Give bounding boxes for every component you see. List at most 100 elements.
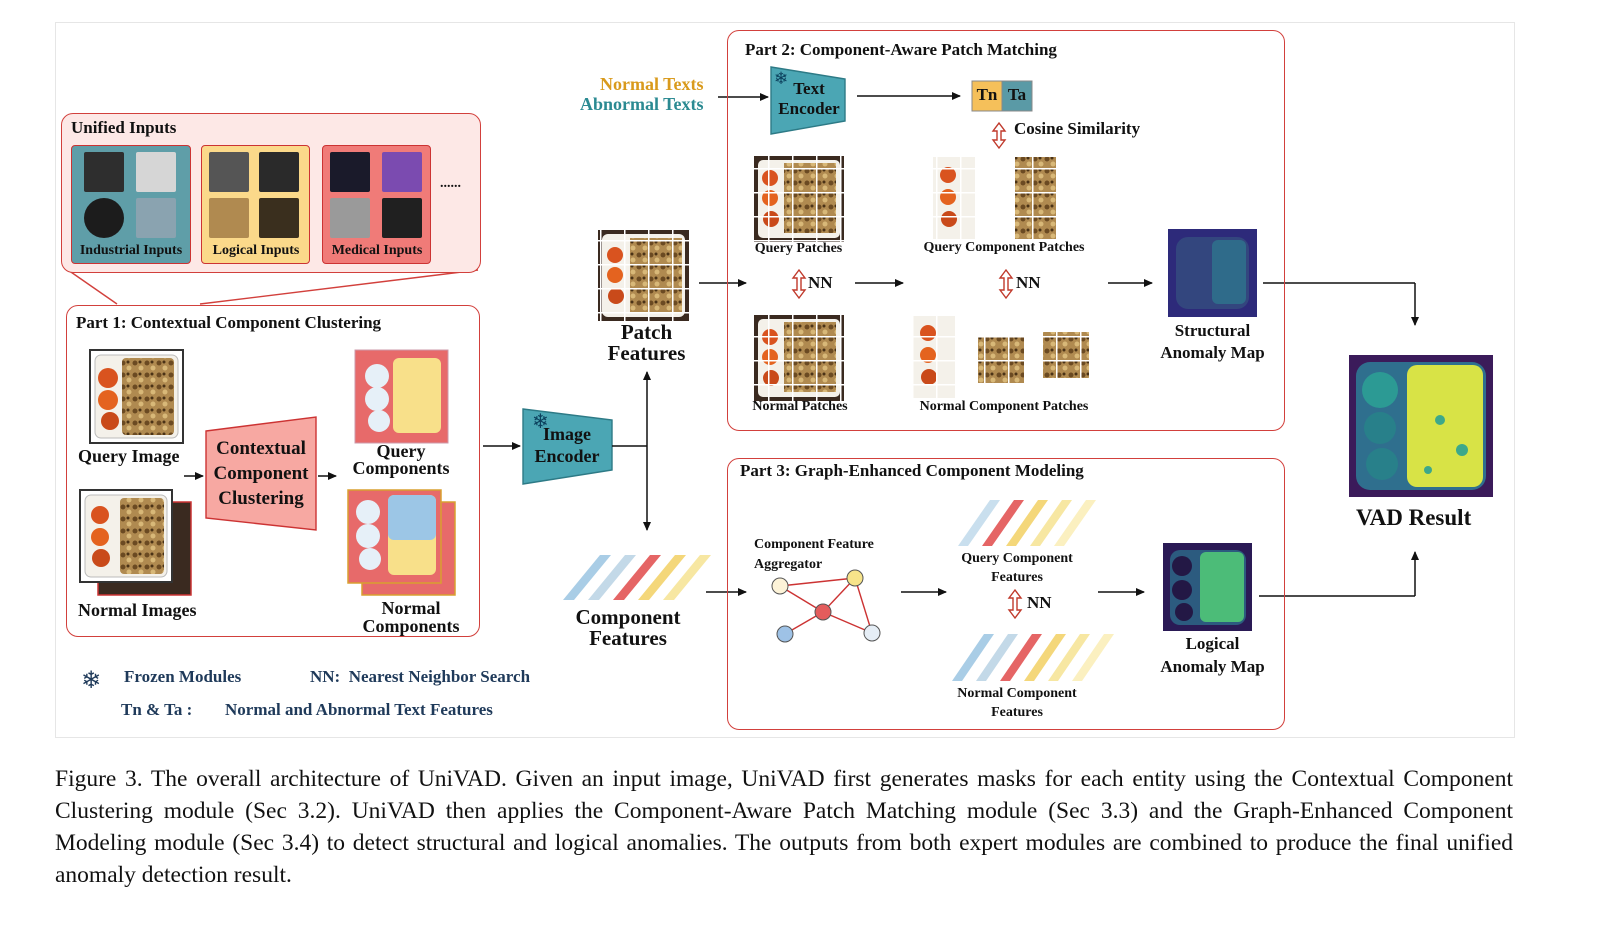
normal-components-line1: Normal: [381, 598, 441, 618]
logical-anomaly-map: [1163, 543, 1252, 631]
image-encoder-line2: Encoder: [534, 446, 600, 466]
nn-label-part3: NN: [1027, 593, 1052, 612]
vad-result-label: VAD Result: [1356, 505, 1472, 530]
more-inputs-ellipsis: ......: [440, 176, 461, 191]
normal-components-mask: [347, 489, 456, 596]
industrial-thumb-3: [84, 198, 124, 238]
patch-features-grid: [598, 230, 689, 321]
industrial-thumb-1: [84, 152, 124, 192]
part1-panel: [66, 305, 480, 637]
svg-text:❄: ❄: [81, 666, 101, 694]
structural-map-line1: Structural: [1174, 321, 1251, 340]
logical-map-line1: Logical: [1185, 634, 1240, 653]
medical-inputs-label: Medical Inputs: [331, 243, 423, 258]
industrial-inputs-group: [71, 145, 191, 264]
normal-patches-label: Normal Patches: [752, 399, 848, 414]
text-encoder-label: Text Encoder: [774, 79, 844, 119]
normal-component-patches-image: [913, 316, 1089, 398]
logical-thumb-4: [259, 198, 299, 238]
query-patches-label: Query Patches: [754, 241, 843, 256]
nn-label-left: NN: [808, 273, 833, 292]
normal-component-features-label: Normal Component Features: [942, 684, 1092, 722]
patch-features-line1: Patch: [620, 320, 673, 344]
normal-component-features-line2: Features: [991, 705, 1043, 720]
part2-panel: [727, 30, 1285, 431]
cosine-double-arrow: [991, 121, 1007, 150]
ta-box: [1001, 80, 1033, 112]
nn-label-right: NN: [1016, 273, 1041, 292]
tn-box: [971, 80, 1003, 112]
normal-component-feature-stripes: [952, 634, 1114, 681]
query-component-feature-stripes: [958, 500, 1096, 546]
text-encoder-line1: Text: [793, 79, 825, 98]
tn-label: Tn: [976, 85, 998, 104]
aggregator-graph: [771, 569, 881, 643]
text-encoder-module: [770, 66, 846, 135]
structural-map-line2: Anomaly Map: [1160, 343, 1265, 362]
logical-map-line2: Anomaly Map: [1160, 657, 1265, 676]
normal-component-features-line1: Normal Component: [957, 686, 1077, 701]
normal-components-line2: Components: [362, 616, 460, 636]
aggregator-line1: Component Feature: [754, 537, 874, 552]
ta-label: Ta: [1007, 85, 1027, 104]
nn-arrow-part3: [1007, 588, 1023, 620]
clustering-label-line1: Contextual: [216, 438, 306, 459]
clustering-label-line3: Clustering: [218, 488, 304, 509]
query-components-mask: [354, 349, 449, 444]
unified-inputs-title: Unified Inputs: [71, 118, 177, 137]
legend-tnta-value: Normal and Abnormal Text Features: [225, 700, 493, 719]
vad-result-image: [1349, 355, 1493, 497]
component-features-stripes: [563, 555, 711, 600]
clustering-module: [205, 416, 317, 531]
structural-anomaly-map: [1168, 229, 1257, 317]
query-patches-image: [754, 156, 844, 242]
part3-title: Part 3: Graph-Enhanced Component Modelin…: [740, 461, 1084, 480]
patch-features-label: Patch Features: [594, 322, 699, 364]
part3-panel: [727, 458, 1285, 730]
query-components-line2: Components: [352, 458, 450, 478]
industrial-inputs-label: Industrial Inputs: [79, 243, 183, 258]
svg-text:❄: ❄: [532, 409, 549, 433]
query-component-features-label: Query Component Features: [947, 549, 1087, 587]
normal-patches-image: [754, 315, 844, 401]
medical-thumb-2: [382, 152, 422, 192]
industrial-thumb-4: [136, 198, 176, 238]
legend-frozen: Frozen Modules: [124, 667, 242, 686]
logical-thumb-2: [259, 152, 299, 192]
medical-thumb-4: [382, 198, 422, 238]
structural-map-label: Structural Anomaly Map: [1145, 320, 1280, 364]
medical-inputs-group: [322, 145, 431, 264]
aggregator-line2: Aggregator: [754, 557, 823, 572]
logical-inputs-label: Logical Inputs: [212, 243, 300, 258]
image-encoder-label: Image Encoder: [527, 423, 607, 467]
normal-components-label: Normal Components: [352, 599, 470, 635]
patch-features-line2: Features: [607, 341, 686, 365]
logical-inputs-group: [201, 145, 310, 264]
clustering-label: Contextual Component Clustering: [206, 436, 316, 511]
query-components-line1: Query: [376, 441, 426, 461]
cosine-similarity-label: Cosine Similarity: [1014, 119, 1141, 138]
industrial-thumb-2: [136, 152, 176, 192]
normal-images: [79, 489, 192, 596]
component-features-line1: Component: [575, 605, 681, 629]
query-components-label: Query Components: [345, 441, 457, 478]
medical-thumb-1: [330, 152, 370, 192]
image-encoder-module: [522, 408, 613, 485]
normal-texts-label: Normal Texts: [600, 74, 704, 94]
logical-thumb-1: [209, 152, 249, 192]
query-component-features-line1: Query Component: [961, 551, 1073, 566]
part2-title: Part 2: Component-Aware Patch Matching: [745, 40, 1057, 59]
normal-component-patches-label: Normal Component Patches: [919, 399, 1089, 414]
legend-tnta-key: Tn & Ta :: [121, 700, 193, 719]
logical-map-label: Logical Anomaly Map: [1145, 632, 1280, 678]
component-features-line2: Features: [589, 626, 667, 650]
svg-text:❄: ❄: [774, 69, 788, 89]
medical-thumb-3: [330, 198, 370, 238]
legend-nn: NN: Nearest Neighbor Search: [310, 667, 531, 686]
query-component-patches-label: Query Component Patches: [923, 240, 1085, 255]
abnormal-texts-label: Abnormal Texts: [580, 94, 704, 114]
part1-title: Part 1: Contextual Component Clustering: [76, 313, 382, 332]
query-component-features-line2: Features: [991, 570, 1043, 585]
nn-arrow-left: [791, 268, 807, 300]
